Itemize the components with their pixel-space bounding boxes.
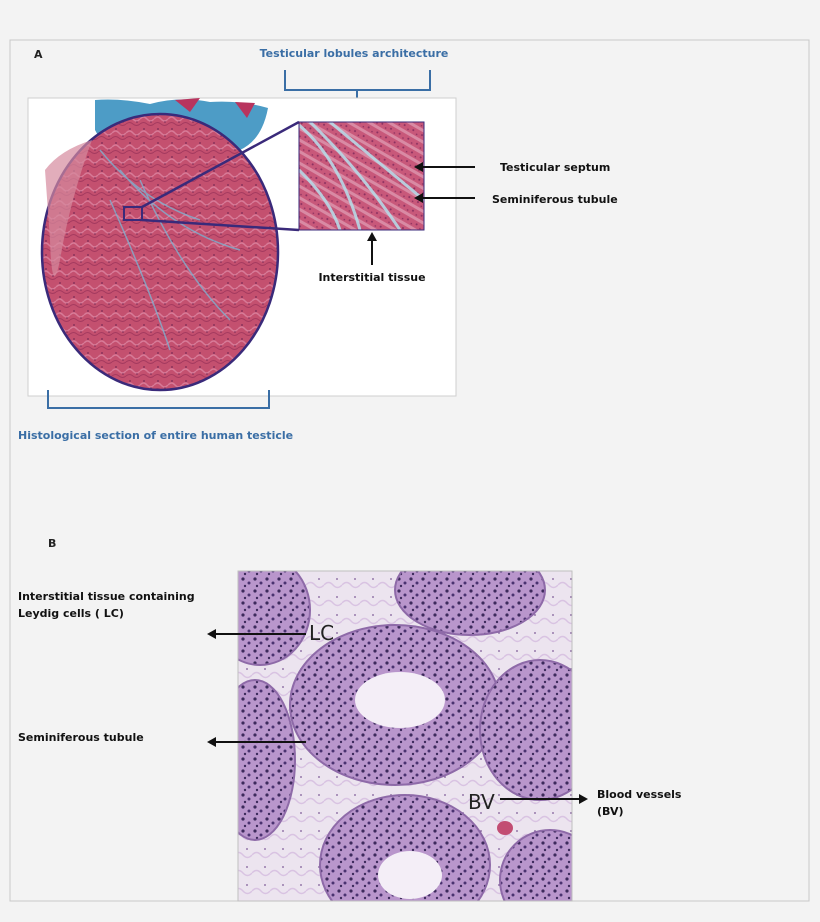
blood-vessels-label-line1: Blood vessels xyxy=(597,788,682,801)
interstitial-leydig-label-line1: Interstitial tissue containing xyxy=(18,590,195,603)
tubule-top-right xyxy=(394,571,546,636)
seminiferous-tubule-label-a: Seminiferous tubule xyxy=(492,193,618,206)
panel-a-letter: A xyxy=(34,48,43,61)
interstitial-arrowhead xyxy=(367,232,377,241)
he-micrograph-border xyxy=(237,570,573,902)
tubule-top-left xyxy=(238,571,311,666)
tubule-bottom xyxy=(319,794,491,901)
lc-arrowhead xyxy=(207,629,216,639)
tubule-center-lumen xyxy=(355,672,445,728)
tubule-bottom-right xyxy=(499,829,572,901)
bv-image-label: BV xyxy=(468,790,495,814)
testicular-septum-label: Testicular septum xyxy=(500,161,610,174)
zoom-connector xyxy=(141,120,300,232)
section-edge xyxy=(45,140,92,276)
blood-vessel xyxy=(497,821,513,835)
tubule-arrowhead-a xyxy=(414,193,423,203)
zoom-region-marker xyxy=(123,206,143,221)
seminiferous-tubule-label-b: Seminiferous tubule xyxy=(18,731,144,744)
bottom-caption-bracket xyxy=(47,390,270,409)
zoom-septa xyxy=(299,122,424,230)
interstitial-leydig-label-line2: Leydig cells ( LC) xyxy=(18,607,124,620)
septa-lines xyxy=(99,149,241,351)
septum-arrowhead xyxy=(414,162,423,172)
tubule-arrowhead-b xyxy=(207,737,216,747)
tubule-bottom-lumen xyxy=(378,851,442,899)
testicle-section xyxy=(40,112,280,392)
panel-b-letter: B xyxy=(48,537,56,550)
he-micrograph xyxy=(238,571,572,901)
bv-arrowhead xyxy=(579,794,588,804)
zoom-inset-border xyxy=(298,121,425,231)
vessel-spots xyxy=(175,98,255,118)
tubule-left xyxy=(238,679,296,841)
lc-image-label: LC xyxy=(309,621,334,645)
interstitial-tissue-label: Interstitial tissue xyxy=(318,271,425,284)
entire-testicle-caption: Histological section of entire human tes… xyxy=(18,429,293,442)
blood-vessels-label-line2: (BV) xyxy=(597,805,624,818)
lobules-architecture-caption: Testicular lobules architecture xyxy=(260,47,449,60)
